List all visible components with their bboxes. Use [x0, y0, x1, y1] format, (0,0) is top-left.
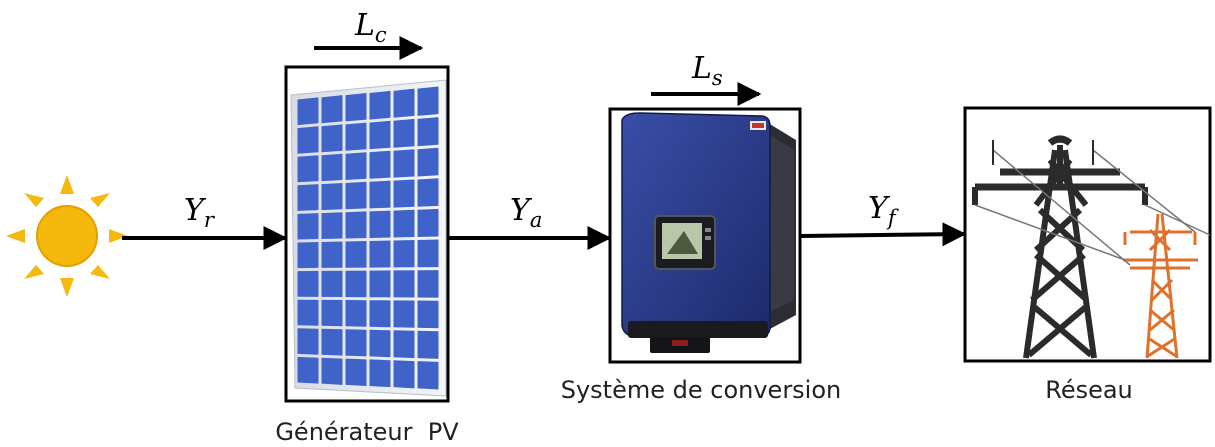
pv-cell	[369, 300, 391, 328]
pv-cell	[345, 270, 367, 298]
pv-cell	[345, 122, 367, 151]
pv-cell	[393, 240, 415, 268]
pv-cell	[345, 241, 367, 268]
pv-cell	[321, 299, 343, 327]
converter-caption: Système de conversion	[561, 376, 842, 404]
pv-cell	[297, 270, 319, 297]
pv-cell	[369, 329, 391, 358]
pv-cell	[369, 180, 391, 209]
pv-cell	[297, 299, 319, 326]
grid-caption: Réseau	[1045, 376, 1133, 404]
pv-cell	[321, 153, 343, 182]
pv-cell	[345, 93, 367, 122]
transmission-tower-icon	[963, 106, 1212, 363]
pv-cell	[417, 147, 439, 177]
pv-cell	[417, 208, 439, 237]
pv-cell	[321, 241, 343, 268]
pv-cell	[369, 359, 391, 388]
pv-cell	[321, 212, 343, 239]
pv-cell	[417, 361, 439, 390]
pv-cell	[345, 152, 367, 180]
pv-cell	[393, 118, 415, 148]
pv-cell	[297, 356, 319, 384]
pv-cell	[297, 155, 319, 183]
pv-cell	[393, 330, 415, 359]
pv-cell	[321, 124, 343, 153]
pv-cell	[297, 126, 319, 154]
pv-cell	[345, 211, 367, 239]
yf-arrow	[800, 222, 967, 247]
yf-label: Yf	[868, 191, 899, 230]
pv-cell	[321, 182, 343, 211]
pv-cell	[393, 149, 415, 178]
pv-cell	[345, 329, 367, 357]
pv-cell	[393, 300, 415, 328]
pv-cell	[417, 270, 439, 298]
pv-cell	[345, 358, 367, 386]
pv-cell	[297, 213, 319, 240]
pv-cell	[369, 270, 391, 298]
pv-cell	[345, 181, 367, 210]
pv-cell	[345, 300, 367, 327]
pv-cell	[417, 117, 439, 147]
pv-cell	[393, 88, 415, 118]
pv-cell	[321, 328, 343, 356]
pv-cell	[393, 360, 415, 389]
pv-cell	[321, 357, 343, 385]
pv-cell	[369, 90, 391, 120]
lc-label: Lc	[354, 8, 387, 47]
pv-cell	[393, 209, 415, 238]
pv-cell	[369, 150, 391, 179]
pv-cell	[297, 97, 319, 126]
pv-cell	[369, 120, 391, 150]
pv-cell	[297, 328, 319, 355]
pv-cell	[417, 330, 439, 359]
pv-cell	[297, 242, 319, 269]
pv-cell	[321, 270, 343, 298]
yr-label: Yr	[184, 193, 216, 232]
inverter-icon	[608, 107, 802, 364]
pv-cell	[369, 240, 391, 268]
pv-cell	[417, 178, 439, 207]
pv-cell	[369, 210, 391, 238]
ya-label: Ya	[510, 193, 542, 232]
pv-cell	[417, 86, 439, 116]
generator-caption: Générateur PV	[275, 418, 459, 446]
sun-icon	[6, 175, 128, 297]
pv-cell	[393, 179, 415, 208]
pv-cell	[417, 300, 439, 329]
pv-cell	[393, 270, 415, 298]
pv-cell	[321, 95, 343, 124]
pv-cell	[297, 184, 319, 211]
solar-panel-icon	[284, 65, 450, 403]
pv-cell	[417, 239, 439, 268]
ls-label: Ls	[691, 51, 723, 90]
